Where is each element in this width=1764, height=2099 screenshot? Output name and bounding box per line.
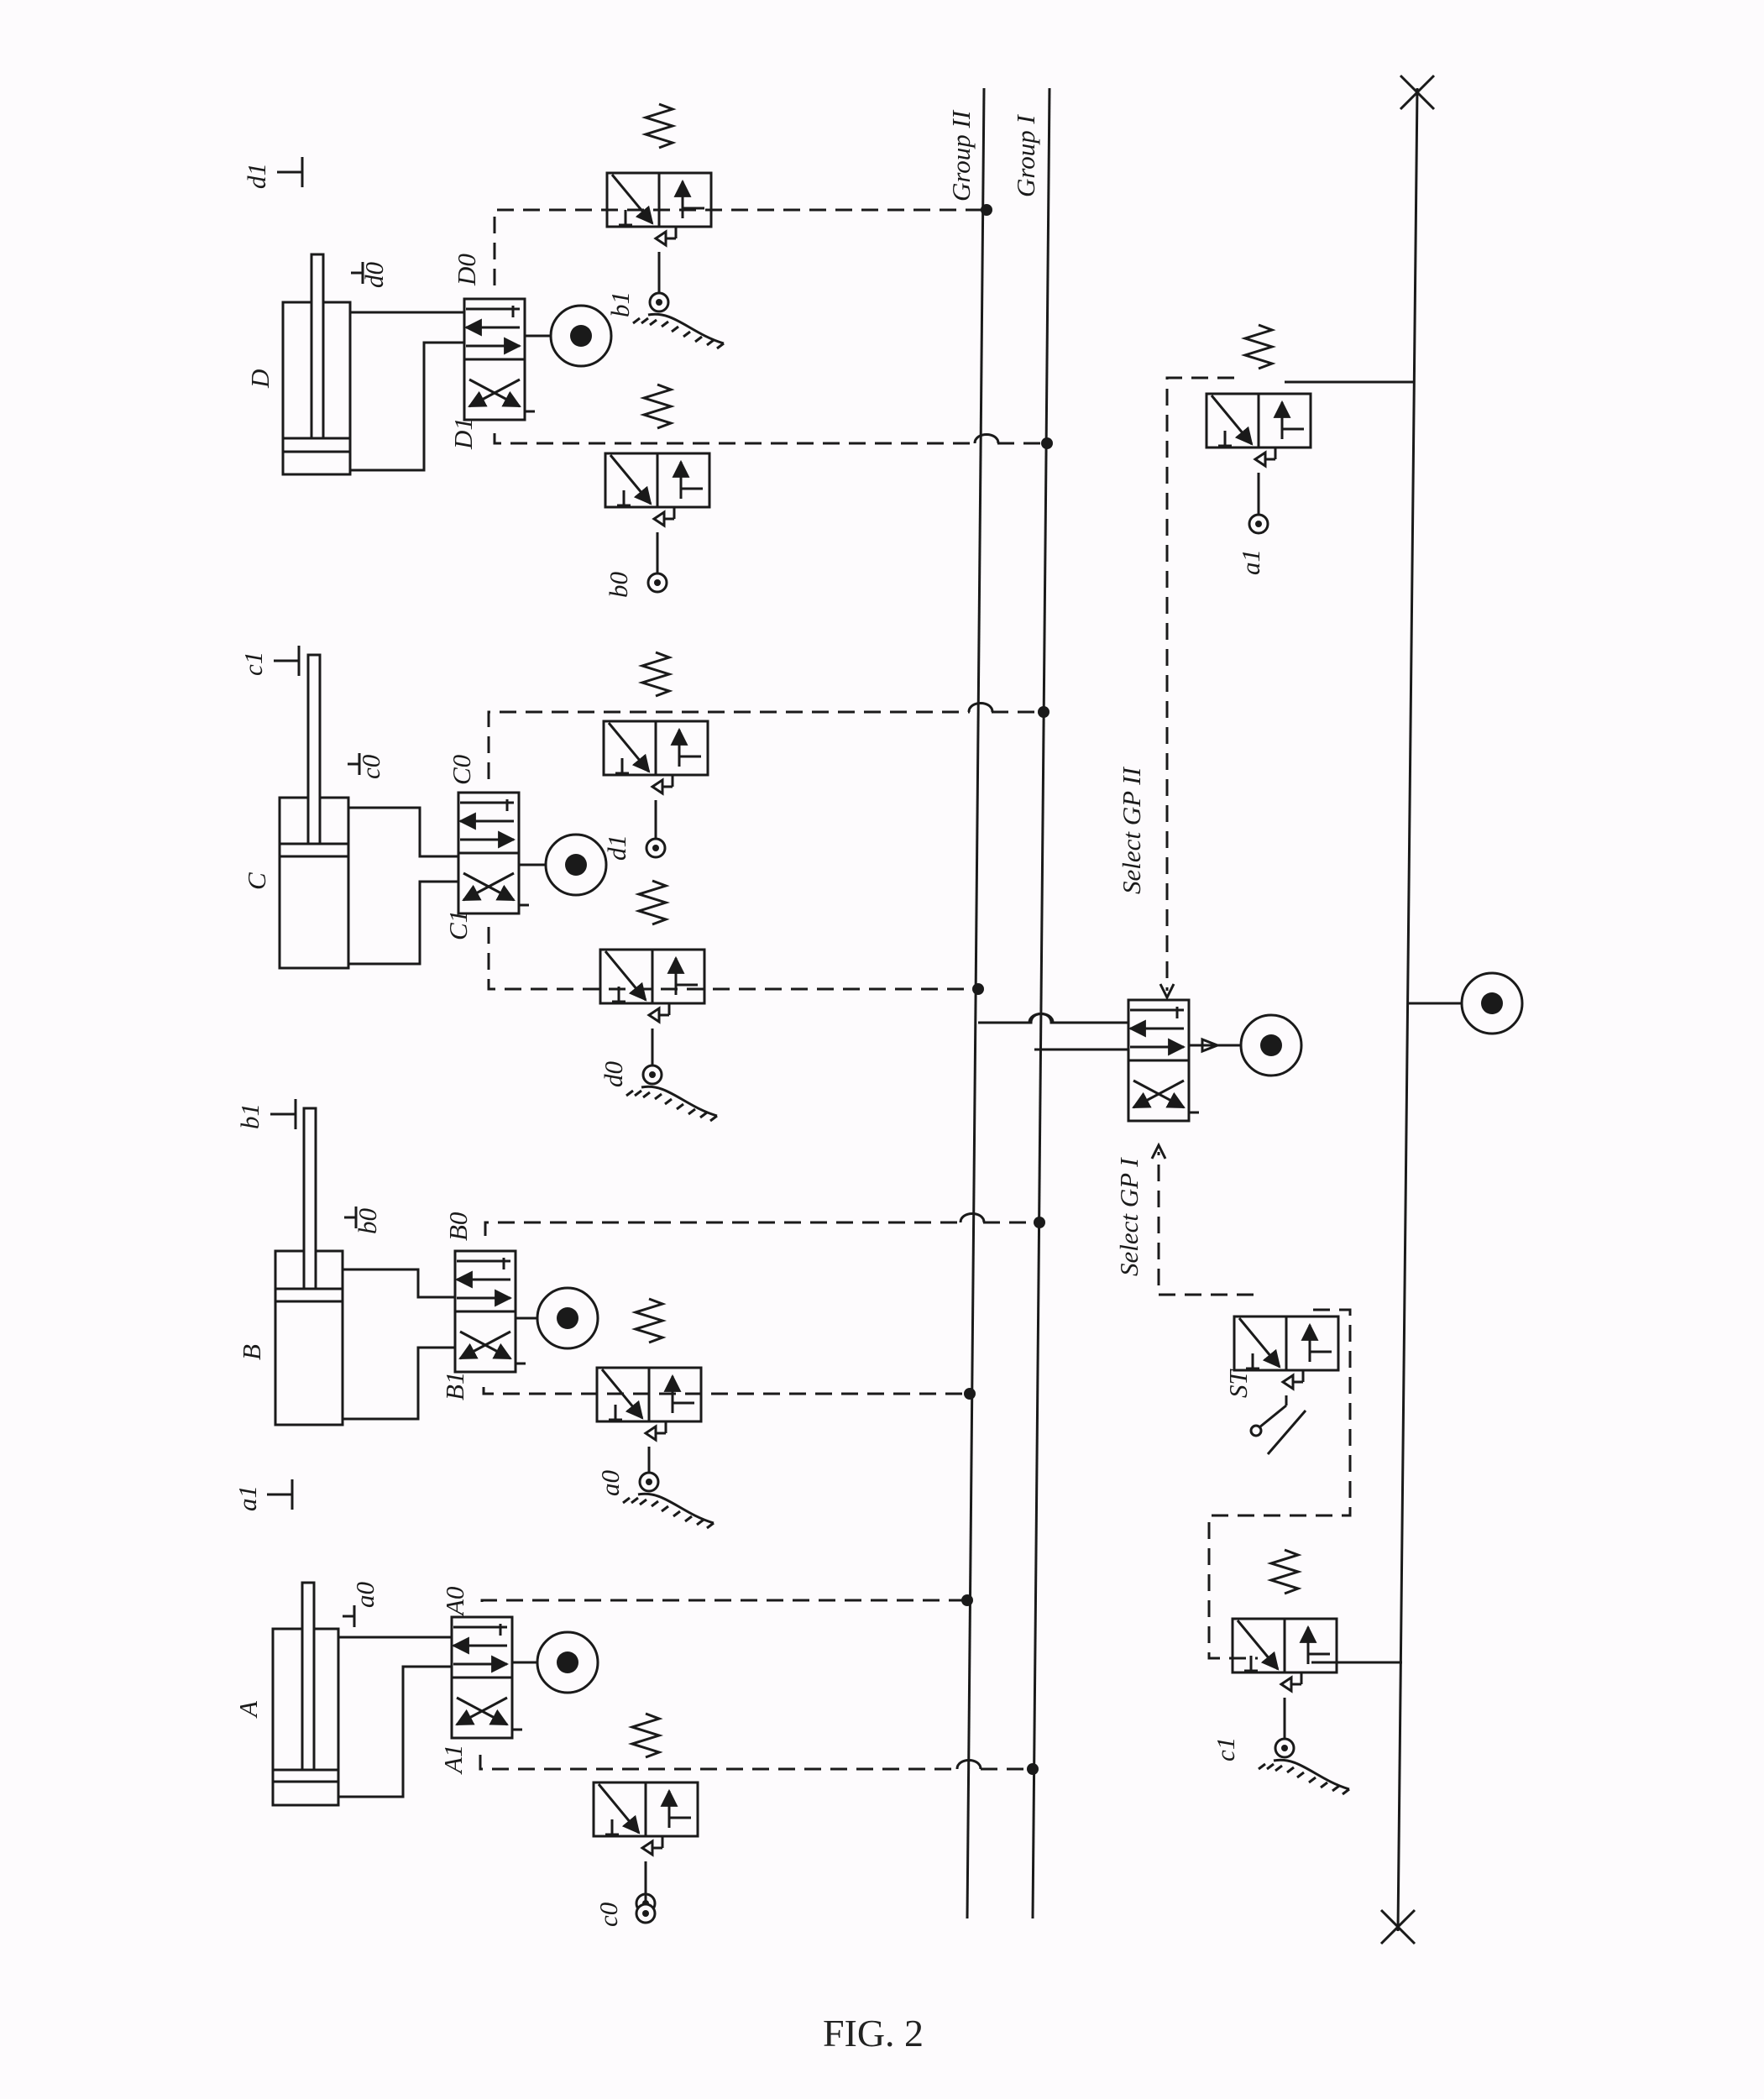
- limit-c1: c1: [238, 652, 268, 676]
- limit-valve-label-b1: b1: [605, 291, 635, 317]
- limit-d1: d1: [242, 163, 271, 189]
- group-2-line: [966, 87, 986, 1919]
- limit-valve-b1: [607, 102, 725, 350]
- cylinder-b-label: B: [237, 1344, 266, 1360]
- selector-pilot-lines: [1150, 376, 1352, 1660]
- select-gp1-label: Select GP I: [1114, 1157, 1144, 1276]
- cylinder-d: [281, 253, 352, 476]
- supply-bus: [1379, 74, 1436, 1945]
- limit-valve-label-c1: c1: [1211, 1737, 1240, 1761]
- group-2-label: Group II: [946, 109, 976, 202]
- supply-connections: [1285, 380, 1524, 1664]
- pilot-b0: B0: [443, 1212, 473, 1241]
- limit-valve-label-d0: d0: [599, 1061, 628, 1088]
- cylinder-c: [278, 653, 350, 970]
- valve-d: [464, 299, 613, 420]
- limit-d0: d0: [359, 262, 389, 289]
- pilot-d0: D0: [452, 254, 481, 286]
- limit-valve-d0: [600, 879, 719, 1123]
- cylinder-a-label: A: [233, 1700, 263, 1719]
- group-1-label: Group I: [1011, 113, 1040, 197]
- start-valve-label: ST: [1223, 1369, 1253, 1399]
- pilot-a0: A0: [440, 1586, 469, 1617]
- valve-a: [452, 1617, 599, 1738]
- pilot-a1: A1: [438, 1745, 468, 1775]
- limit-a0: a0: [350, 1582, 379, 1609]
- pilot-c1: C1: [443, 910, 473, 940]
- junction-dots: [961, 204, 1053, 1775]
- limit-valve-label-a1: a1: [1236, 549, 1265, 575]
- limit-valve-d1: [604, 651, 708, 859]
- cylinder-a: [271, 1581, 340, 1807]
- pilot-lines: [479, 208, 1047, 1771]
- cylinder-d-label: D: [245, 369, 275, 389]
- limit-valve-c1: [1233, 1548, 1351, 1796]
- limit-stops: [267, 157, 364, 1627]
- limit-b0: b0: [353, 1208, 382, 1235]
- cylinder-c-label: C: [242, 872, 271, 890]
- figure-caption: FIG. 2: [822, 2012, 924, 2055]
- group-1-line: [1031, 87, 1051, 1919]
- cylinder-pipes: [338, 311, 464, 1798]
- limit-a1: a1: [233, 1485, 262, 1511]
- limit-valve-a1: [1207, 323, 1311, 535]
- limit-valve-b0: [605, 383, 709, 594]
- limit-valve-label-d1: d1: [602, 835, 631, 861]
- limit-valve-a0: [597, 1297, 715, 1530]
- limit-b1: b1: [235, 1103, 264, 1129]
- pilot-b1: B1: [440, 1372, 469, 1400]
- valve-b: [455, 1251, 599, 1372]
- limit-c0: c0: [356, 754, 385, 779]
- pilot-d1: D1: [448, 417, 478, 450]
- pilot-c0: C0: [447, 754, 476, 785]
- valve-c: [458, 793, 608, 913]
- limit-valve-label-a0: a0: [595, 1470, 625, 1497]
- limit-valve-label-b0: b0: [604, 572, 633, 599]
- limit-valve-label-c0: c0: [594, 1902, 623, 1927]
- limit-valve-c0: [594, 1712, 698, 1924]
- start-valve: [1234, 1316, 1338, 1455]
- select-gp2-label: Select GP II: [1117, 766, 1146, 894]
- group-selector-valve: [978, 1000, 1303, 1121]
- cylinder-b: [274, 1107, 344, 1426]
